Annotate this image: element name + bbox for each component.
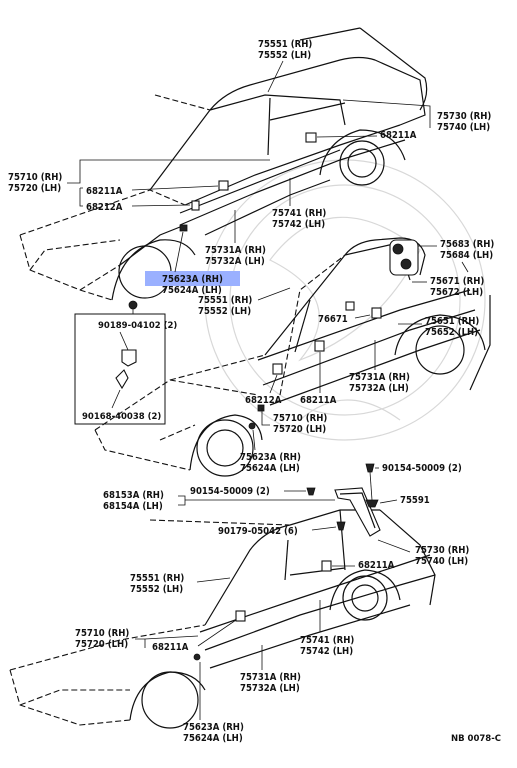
label-75651-rh: 75651 (RH) xyxy=(425,316,479,327)
screw-icon xyxy=(115,369,129,390)
middle-car-illustration xyxy=(94,237,491,477)
label-68212A: 68212A xyxy=(86,202,123,213)
label-75710-rh: 75710 (RH) xyxy=(8,172,62,183)
label-90154-50009-left: 90154-50009 (2) xyxy=(190,486,270,497)
label-90168-40038: 90168-40038 (2) xyxy=(82,412,161,422)
label-75552-lh-bot: 75552 (LH) xyxy=(130,584,183,595)
label-75552-lh: 75552 (LH) xyxy=(258,50,311,61)
label-75710-rh-bot: 75710 (RH) xyxy=(75,628,129,639)
label-75742-lh: 75742 (LH) xyxy=(272,219,325,230)
bottom-car-labels: 90154-50009 (2) 68153A (RH) 68154A (LH) … xyxy=(75,463,501,744)
label-75731A-rh-mid: 75731A (RH) xyxy=(349,372,410,383)
label-75740-lh-bot: 75740 (LH) xyxy=(415,556,468,567)
label-75552-lh-mid: 75552 (LH) xyxy=(198,306,251,317)
label-68212A-mid: 68212A xyxy=(245,395,282,406)
label-68211A-right: 68211A xyxy=(380,130,417,141)
label-68154A-lh: 68154A (LH) xyxy=(103,501,163,512)
label-75591: 75591 xyxy=(400,495,430,506)
fastener-inset: 90189-04102 (2) 90168-40038 (2) xyxy=(74,309,177,425)
highlight-75623A xyxy=(145,271,240,286)
label-75672-lh: 75672 (LH) xyxy=(430,287,483,298)
label-75624A-lh-bot: 75624A (LH) xyxy=(183,733,243,744)
label-90189-04102: 90189-04102 (2) xyxy=(98,321,177,331)
label-75551-rh-mid: 75551 (RH) xyxy=(198,295,252,306)
label-75652-lh: 75652 (LH) xyxy=(425,327,478,338)
top-car-illustration xyxy=(19,27,428,310)
label-75720-lh-bot: 75720 (LH) xyxy=(75,639,128,650)
label-75732A-lh-mid: 75732A (LH) xyxy=(349,383,409,394)
label-75623A-rh-mid: 75623A (RH) xyxy=(240,452,301,463)
label-90179-05042: 90179-05042 (6) xyxy=(218,526,298,537)
label-68211A-bot-right: 68211A xyxy=(358,560,395,571)
label-75741-rh: 75741 (RH) xyxy=(272,208,326,219)
label-68211A-left: 68211A xyxy=(86,186,123,197)
label-75551-rh-bot: 75551 (RH) xyxy=(130,573,184,584)
label-75730-rh: 75730 (RH) xyxy=(437,111,491,122)
label-75710-rh-mid: 75710 (RH) xyxy=(273,413,327,424)
middle-car-labels: 75683 (RH) 75684 (LH) 75671 (RH) 75672 (… xyxy=(198,239,494,474)
label-75551-rh: 75551 (RH) xyxy=(258,39,312,50)
bottom-car-illustration xyxy=(9,463,436,729)
label-68153A-rh: 68153A (RH) xyxy=(103,490,164,501)
label-75740-lh: 75740 (LH) xyxy=(437,122,490,133)
label-75720-lh: 75720 (LH) xyxy=(8,183,61,194)
label-75671-rh: 75671 (RH) xyxy=(430,276,484,287)
label-75732A-lh-bot: 75732A (LH) xyxy=(240,683,300,694)
label-75624A-lh-mid: 75624A (LH) xyxy=(240,463,300,474)
label-76671: 76671 xyxy=(318,314,348,325)
label-75624A-lh: 75624A (LH) xyxy=(162,285,222,296)
label-90154-50009-right: 90154-50009 (2) xyxy=(382,463,462,474)
label-75720-lh-mid: 75720 (LH) xyxy=(273,424,326,435)
label-75731A-rh: 75731A (RH) xyxy=(205,245,266,256)
label-75730-rh-bot: 75730 (RH) xyxy=(415,545,469,556)
grommet-icon xyxy=(121,349,137,367)
label-75683-rh: 75683 (RH) xyxy=(440,239,494,250)
label-75732A-lh: 75732A (LH) xyxy=(205,256,265,267)
label-75731A-rh-bot: 75731A (RH) xyxy=(240,672,301,683)
diagram-code: NB 0078-C xyxy=(451,734,501,744)
label-75684-lh: 75684 (LH) xyxy=(440,250,493,261)
label-75741-rh-bot: 75741 (RH) xyxy=(300,635,354,646)
label-75623A-rh: 75623A (RH) xyxy=(162,274,223,285)
label-75623A-rh-bot: 75623A (RH) xyxy=(183,722,244,733)
label-68211A-mid: 68211A xyxy=(300,395,337,406)
label-68211A-bot-left: 68211A xyxy=(152,642,189,653)
top-car-labels: 75551 (RH) 75552 (LH) 75730 (RH) 75740 (… xyxy=(8,39,491,296)
label-75742-lh-bot: 75742 (LH) xyxy=(300,646,353,657)
